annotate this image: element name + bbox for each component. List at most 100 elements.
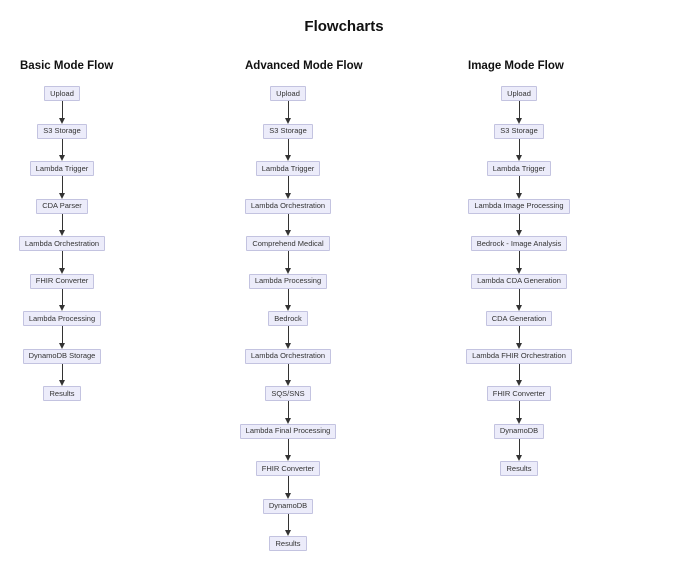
flow-node: Lambda Trigger xyxy=(29,161,95,176)
arrow-line xyxy=(287,363,289,380)
arrow-down xyxy=(516,438,522,461)
flow-node: Results xyxy=(43,386,81,401)
flow-node: Lambda Image Processing xyxy=(468,198,570,214)
arrow-down xyxy=(516,101,522,124)
flow-node: SQS/SNS xyxy=(265,386,311,401)
arrow-line xyxy=(61,101,63,118)
flow-node: FHIR Converter xyxy=(29,273,95,289)
arrowhead-down-icon xyxy=(516,305,522,311)
arrow-down xyxy=(285,251,291,274)
arrowhead-down-icon xyxy=(285,230,291,236)
arrow-line xyxy=(518,288,520,305)
arrowhead-down-icon xyxy=(59,305,65,311)
arrowhead-down-icon xyxy=(285,342,291,349)
arrow-down xyxy=(285,326,291,349)
arrow-line xyxy=(518,363,520,380)
flow-node: CDA Generation xyxy=(485,311,553,326)
flow-node: Lambda CDA Generation xyxy=(471,273,567,289)
arrow-line xyxy=(61,176,63,193)
arrow-down xyxy=(285,213,291,236)
arrow-down xyxy=(59,176,65,199)
heading-image-mode-flow: Image Mode Flow xyxy=(468,60,564,72)
flow-node: DynamoDB Storage xyxy=(22,348,102,364)
flow-node: Lambda Processing xyxy=(22,311,102,326)
flow-node: Bedrock xyxy=(268,311,308,326)
arrow-line xyxy=(518,438,520,455)
heading-basic-mode-flow: Basic Mode Flow xyxy=(20,60,114,72)
flow-node: Lambda FHIR Orchestration xyxy=(466,348,572,364)
arrowhead-down-icon xyxy=(59,342,65,349)
flow-node: Results xyxy=(500,461,538,476)
arrow-line xyxy=(61,363,63,380)
arrow-down xyxy=(285,176,291,199)
arrow-down xyxy=(59,251,65,274)
flow-node: Lambda Trigger xyxy=(255,161,321,176)
arrow-line xyxy=(61,213,63,230)
arrowhead-down-icon xyxy=(516,342,522,349)
arrow-down xyxy=(285,513,291,536)
flow-node: Upload xyxy=(44,86,80,101)
arrow-down xyxy=(285,476,291,499)
arrowhead-down-icon xyxy=(285,305,291,311)
arrowhead-down-icon xyxy=(59,192,65,199)
arrow-line xyxy=(287,288,289,305)
arrow-line xyxy=(518,138,520,155)
arrowhead-down-icon xyxy=(285,417,291,424)
flow-node: Upload xyxy=(270,86,306,101)
arrow-down xyxy=(285,363,291,386)
arrow-down xyxy=(516,288,522,311)
arrow-line xyxy=(518,326,520,343)
flow-node: DynamoDB xyxy=(262,498,314,514)
arrow-down xyxy=(516,251,522,274)
arrow-line xyxy=(518,251,520,268)
arrow-line xyxy=(61,288,63,305)
arrow-down xyxy=(285,438,291,461)
flow-node: Lambda Orchestration xyxy=(18,236,106,251)
flow-node: Lambda Orchestration xyxy=(244,348,332,364)
heading-advanced-mode-flow: Advanced Mode Flow xyxy=(245,60,363,72)
arrow-line xyxy=(518,401,520,418)
flow-node: S3 Storage xyxy=(263,123,313,139)
arrowhead-down-icon xyxy=(285,530,291,536)
arrow-line xyxy=(287,326,289,343)
arrow-down xyxy=(285,101,291,124)
arrow-line xyxy=(287,476,289,493)
arrow-line xyxy=(287,438,289,455)
arrow-line xyxy=(518,213,520,230)
arrow-down xyxy=(59,288,65,311)
page-title: Flowcharts xyxy=(304,18,384,35)
arrow-down xyxy=(285,288,291,311)
arrow-down xyxy=(285,138,291,161)
arrow-line xyxy=(287,213,289,230)
flow-node: FHIR Converter xyxy=(486,386,552,401)
arrow-line xyxy=(61,138,63,155)
arrowhead-down-icon xyxy=(516,267,522,274)
arrowhead-down-icon xyxy=(59,117,65,124)
arrowhead-down-icon xyxy=(285,267,291,274)
arrowhead-down-icon xyxy=(516,380,522,386)
arrowhead-down-icon xyxy=(59,380,65,386)
flow-node: Upload xyxy=(501,86,537,101)
arrow-down xyxy=(516,176,522,199)
arrow-line xyxy=(287,101,289,118)
arrow-down xyxy=(59,213,65,236)
flow-node: Comprehend Medical xyxy=(246,236,330,251)
arrowhead-down-icon xyxy=(285,455,291,461)
flow-node: Lambda Final Processing xyxy=(239,423,337,439)
flow-node: Lambda Orchestration xyxy=(244,198,332,214)
flow-node: Lambda Processing xyxy=(248,273,328,289)
arrow-line xyxy=(287,251,289,268)
flow-node: DynamoDB xyxy=(493,423,545,439)
arrowhead-down-icon xyxy=(516,417,522,424)
arrow-down xyxy=(285,401,291,424)
arrowhead-down-icon xyxy=(59,267,65,274)
arrowhead-down-icon xyxy=(285,117,291,124)
arrowhead-down-icon xyxy=(516,117,522,124)
arrow-line xyxy=(287,176,289,193)
arrow-line xyxy=(518,176,520,193)
arrow-line xyxy=(61,251,63,268)
arrowhead-down-icon xyxy=(285,492,291,499)
